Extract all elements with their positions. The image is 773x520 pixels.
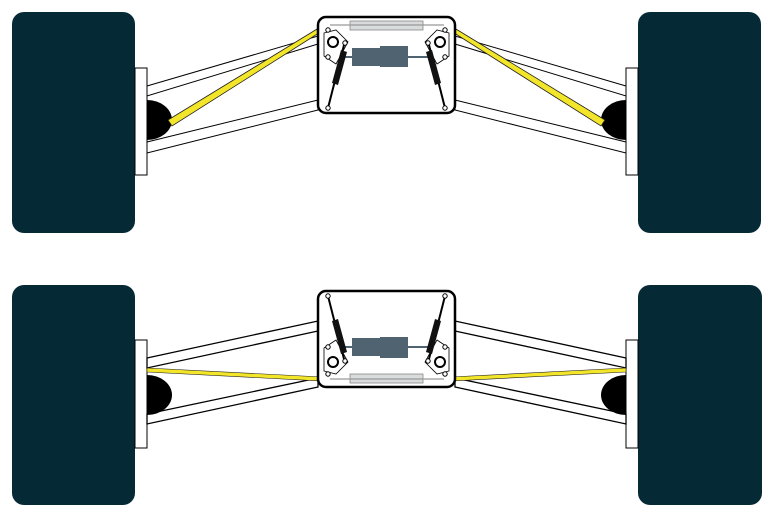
lower-assembly [12,285,762,505]
upright [134,339,148,449]
hub-carrier [147,375,172,415]
upper-assembly [12,12,761,233]
tyre-left [12,285,135,505]
upper-wishbone [146,320,319,369]
lower-wishbone [146,377,319,425]
pushrod [146,367,323,382]
tyre-right [638,285,762,505]
